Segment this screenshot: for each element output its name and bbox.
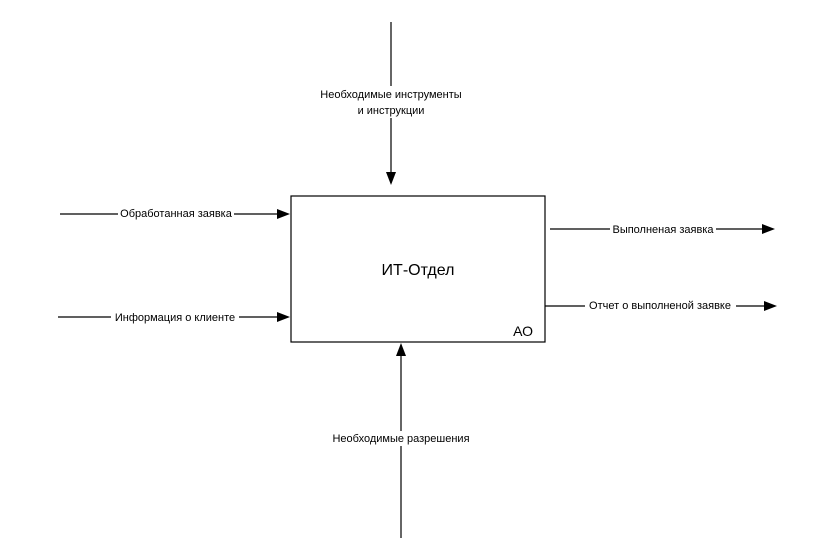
activity-title: ИТ-Отдел bbox=[382, 262, 455, 279]
activity-code: АО bbox=[513, 323, 533, 339]
input-label-1: Обработанная заявка bbox=[120, 208, 233, 220]
mechanism-arrow[interactable]: Необходимые разрешения bbox=[327, 343, 475, 538]
input-arrow-2[interactable]: Информация о клиенте bbox=[58, 309, 290, 324]
output-label-2: Отчет о выполненой заявке bbox=[589, 300, 731, 312]
control-label-line-2: и инструкции bbox=[358, 105, 425, 117]
mechanism-label: Необходимые разрешения bbox=[332, 433, 469, 445]
input-arrow-1[interactable]: Обработанная заявка bbox=[60, 206, 290, 221]
control-label-line-1: Необходимые инструменты bbox=[320, 89, 461, 101]
output-arrow-2[interactable]: Отчет о выполненой заявке bbox=[545, 298, 777, 313]
activity-box[interactable] bbox=[290, 195, 546, 343]
input-label-2: Информация о клиенте bbox=[115, 312, 235, 324]
output-arrow-1[interactable]: Выполненая заявка bbox=[550, 221, 775, 236]
output-label-1: Выполненая заявка bbox=[612, 224, 714, 236]
control-arrow[interactable]: Необходимые инструменты и инструкции bbox=[314, 22, 468, 185]
